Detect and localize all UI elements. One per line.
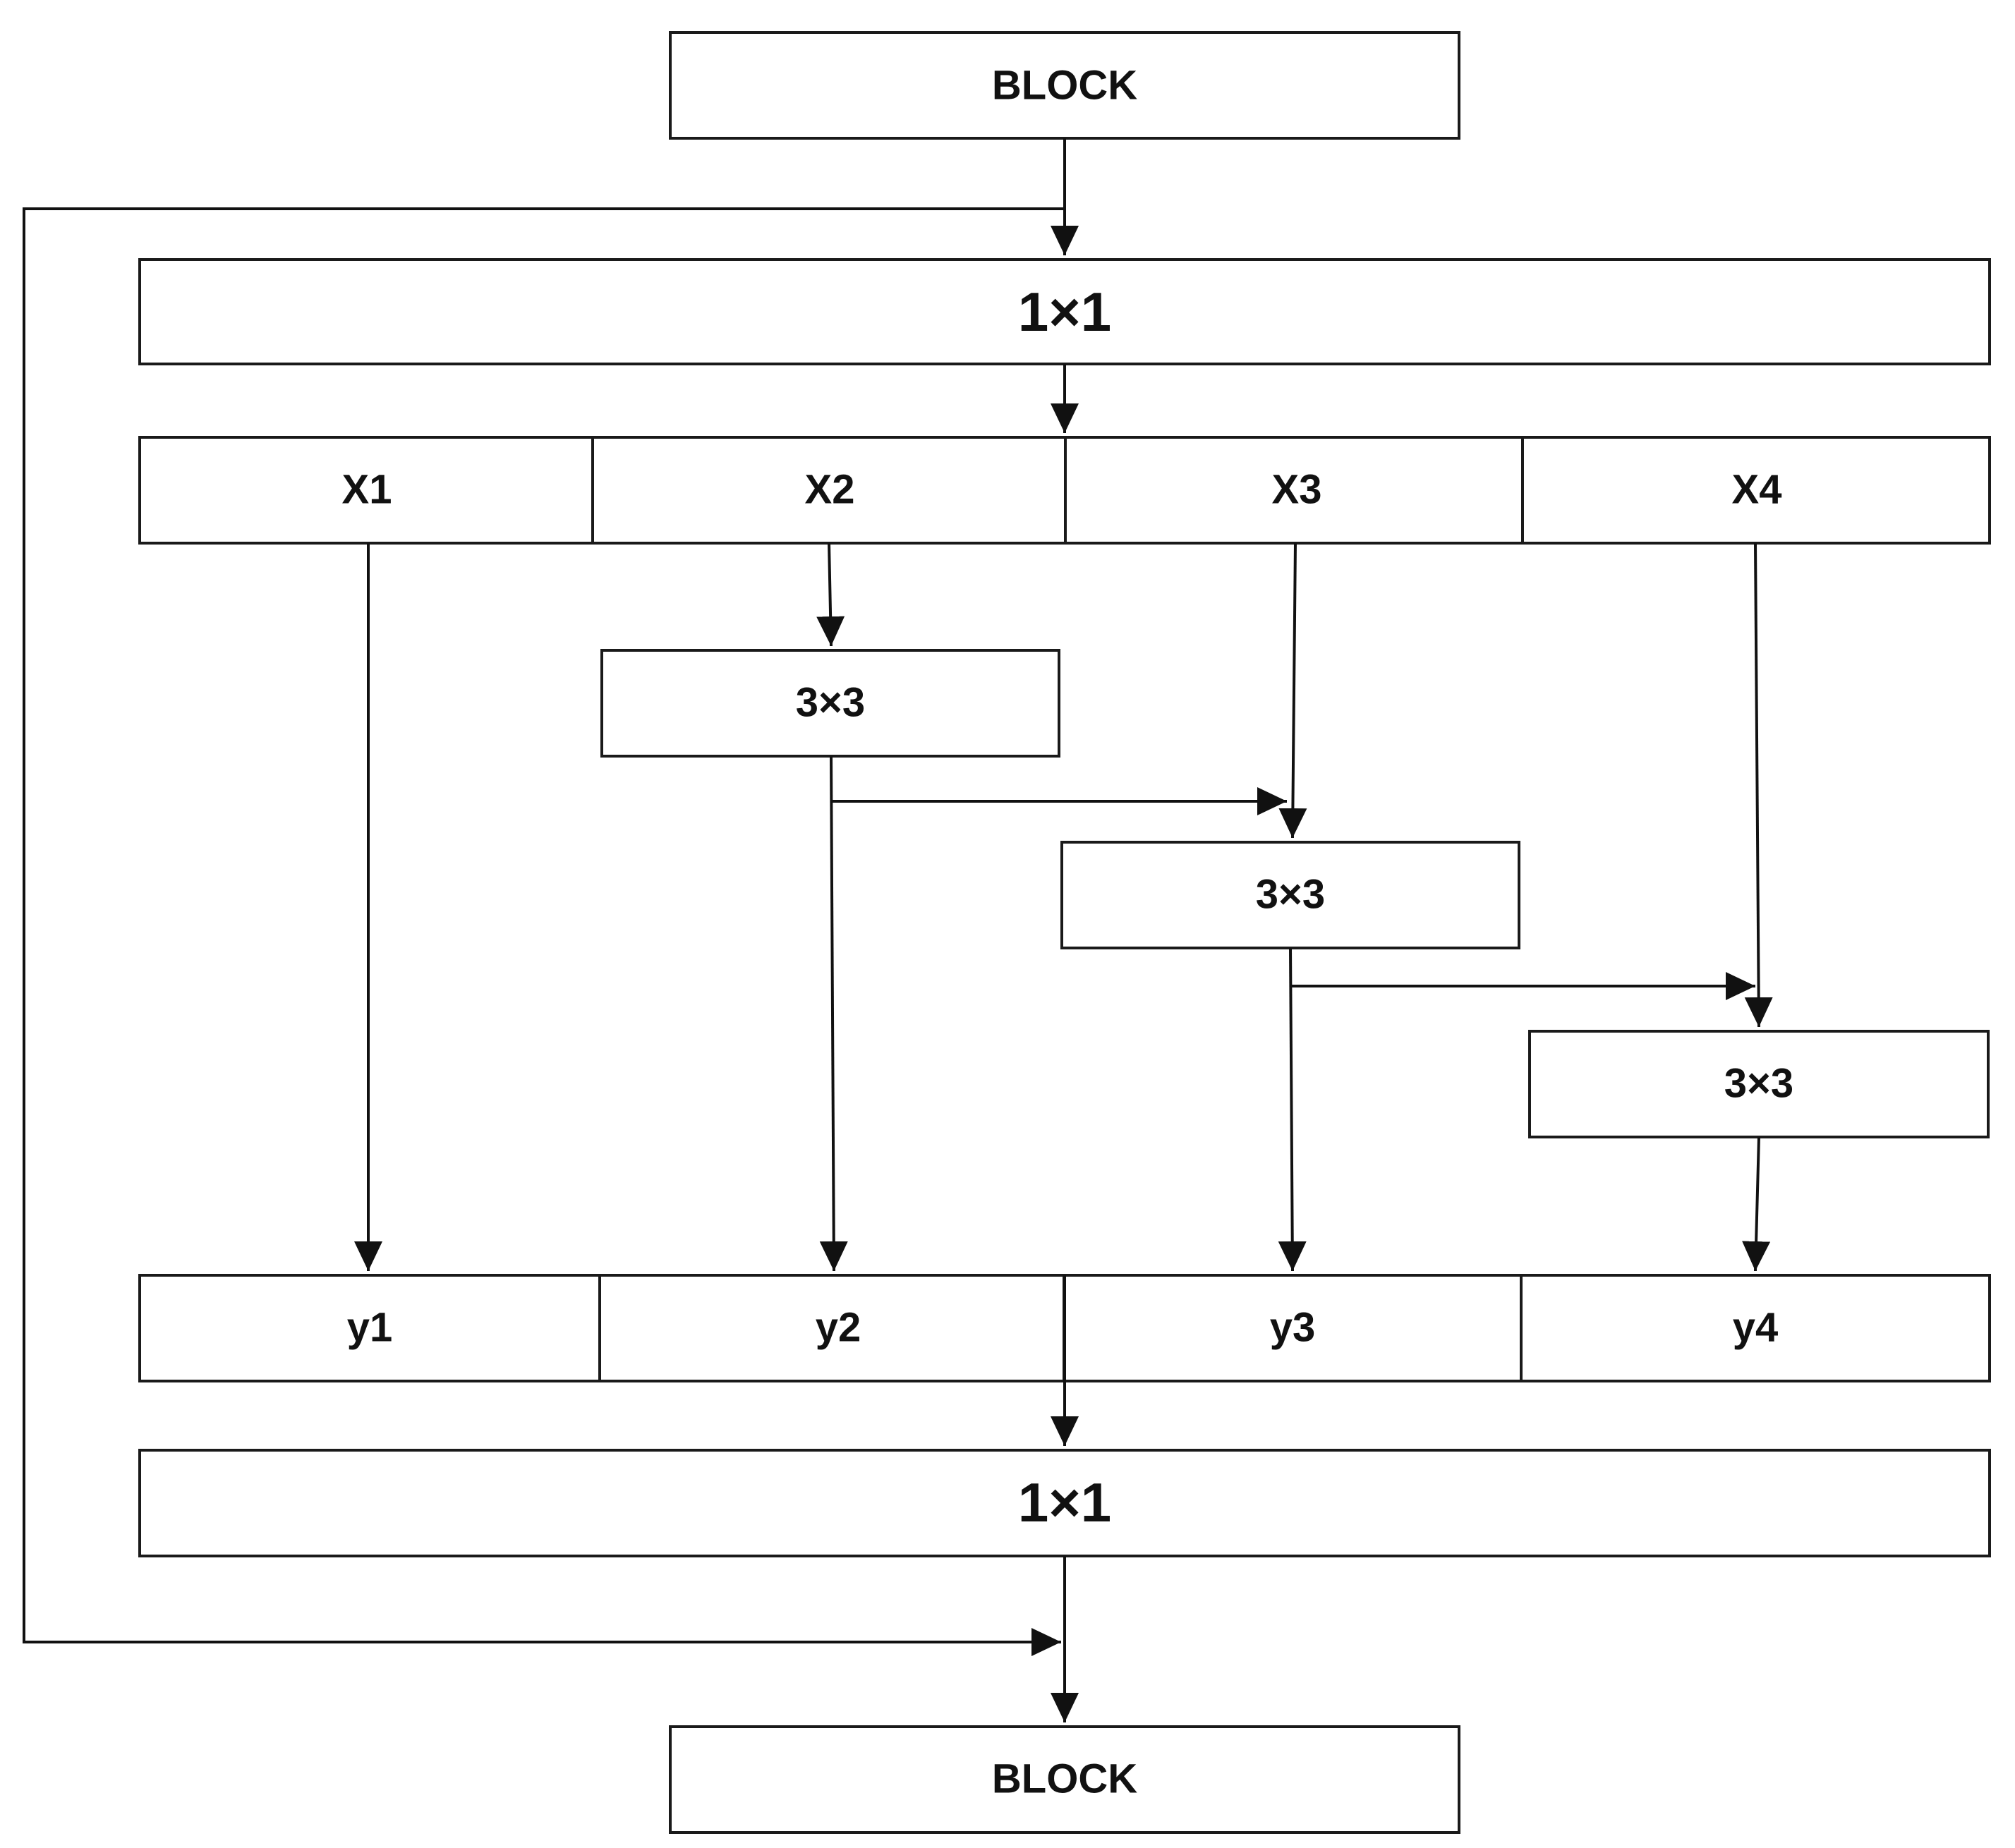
arrow-x3-to-conv2 xyxy=(1278,542,1307,839)
conv-1x1-input: 1×1 xyxy=(138,258,1991,365)
arrow-x2-to-conv1 xyxy=(816,542,845,647)
arrow-conv2-to-y3 xyxy=(1278,947,1307,1272)
conv-3x3-1: 3×3 xyxy=(600,649,1060,758)
output-y3-label: y3 xyxy=(1270,1305,1316,1351)
output-y1-label: y1 xyxy=(347,1305,393,1351)
split-x1 xyxy=(138,436,594,545)
split-x3-label: X3 xyxy=(1272,467,1322,513)
conv-3x3-2-label: 3×3 xyxy=(1256,872,1325,918)
split-x2-label: X2 xyxy=(805,467,855,513)
residual-skip-connection xyxy=(23,207,1065,1656)
split-x4-label: X4 xyxy=(1732,467,1782,513)
output-y2-label: y2 xyxy=(816,1305,861,1351)
output-y4 xyxy=(1520,1274,1991,1382)
conv-3x3-3-label: 3×3 xyxy=(1724,1061,1793,1107)
arrow-conv3-to-y4 xyxy=(1742,1136,1771,1272)
top-block: BLOCK xyxy=(669,31,1460,140)
split-row: X1 X2 X3 X4 xyxy=(138,436,1991,545)
output-y3 xyxy=(1063,1274,1523,1382)
conv-3x3-3: 3×3 xyxy=(1528,1030,1990,1138)
conv-3x3-2: 3×3 xyxy=(1060,841,1520,949)
top-block-label: BLOCK xyxy=(992,63,1137,109)
arrow-conv1-to-y2 xyxy=(819,755,848,1272)
bottom-block: BLOCK xyxy=(669,1725,1460,1834)
conv-3x3-1-label: 3×3 xyxy=(796,680,865,726)
conv-1x1-output: 1×1 xyxy=(138,1449,1991,1557)
conv-1x1-input-label: 1×1 xyxy=(1018,281,1111,343)
output-y4-label: y4 xyxy=(1733,1305,1779,1351)
split-x1-label: X1 xyxy=(342,467,392,513)
connectors xyxy=(23,138,1773,1722)
output-row: y1 y2 y3 y4 xyxy=(138,1274,1991,1382)
arrow-x4-to-conv3 xyxy=(1744,542,1773,1028)
conv-1x1-output-label: 1×1 xyxy=(1018,1471,1111,1533)
output-y1 xyxy=(138,1274,601,1382)
split-x4 xyxy=(1521,436,1991,545)
bottom-block-label: BLOCK xyxy=(992,1756,1137,1802)
